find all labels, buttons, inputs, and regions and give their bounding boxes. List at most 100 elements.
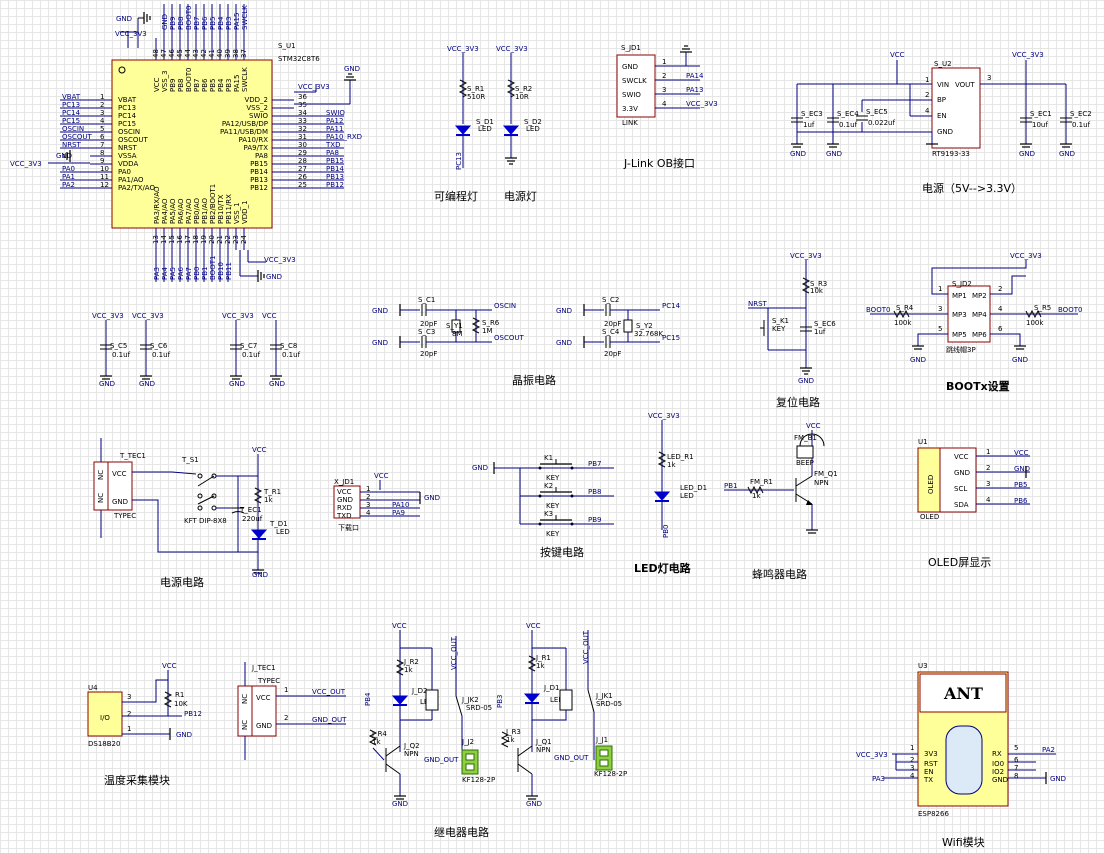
jlink-pin-num: 2 xyxy=(662,72,666,80)
svg-text:4: 4 xyxy=(910,772,915,780)
cap-ref: S_EC5 xyxy=(866,108,888,116)
svg-text:PB4: PB4 xyxy=(364,692,372,706)
mcu-pin-num: 41 xyxy=(208,49,216,58)
mcu-vdd2-net: VCC_3V3 xyxy=(298,83,330,91)
mcu-vdd1-net: VCC_3V3 xyxy=(264,256,296,264)
svg-text:J_Q1: J_Q1 xyxy=(535,738,552,746)
mcu-pin-num: 27 xyxy=(298,165,307,173)
d2-val: LED xyxy=(526,125,540,133)
mcu-pin-name: VDD_2 xyxy=(244,96,268,104)
svg-text:J_J2: J_J2 xyxy=(461,738,474,746)
mcu-pin-num: 46 xyxy=(168,49,176,58)
svg-text:1M: 1M xyxy=(482,327,493,335)
title-reset: 复位电路 xyxy=(776,395,820,409)
decap-ref: S_C5 xyxy=(110,342,127,350)
mcu-pin-name: PB5 xyxy=(209,79,217,92)
svg-text:J_R1: J_R1 xyxy=(535,654,551,662)
mcu-pin-name: PB0/AO xyxy=(193,197,201,224)
mcu-pin-num: 23 xyxy=(232,235,240,244)
typec2-block: J_TEC1 NC NC VCC GND TYPEC 1 2 VCC_OUT G… xyxy=(237,662,347,760)
decap-net: VCC xyxy=(262,312,277,320)
gnd-label: GND xyxy=(1019,150,1035,158)
power-circuit: T_TEC1 NC NC VCC GND TYPEC T_S1 KFT DIP-… xyxy=(93,438,290,589)
mcu-pin-num: 10 xyxy=(100,165,109,173)
mcu-ref: S_U1 xyxy=(278,42,296,50)
svg-text:PB0: PB0 xyxy=(662,525,670,538)
svg-text:T_S1: T_S1 xyxy=(181,456,199,464)
mcu-pin-num: 24 xyxy=(240,235,248,244)
svg-text:20pF: 20pF xyxy=(420,350,437,358)
mcu-pin-name: PA11/USB/DM xyxy=(220,128,268,136)
svg-text:KFT DIP-8X8: KFT DIP-8X8 xyxy=(184,517,227,525)
svg-text:1k: 1k xyxy=(506,736,515,744)
mcu-net-label: PB14 xyxy=(326,165,344,173)
r1-ref: S_R1 xyxy=(467,85,484,93)
mcu-pin-name: OSCOUT xyxy=(118,136,148,144)
svg-text:BEEP: BEEP xyxy=(796,459,814,467)
svg-text:S_JD2: S_JD2 xyxy=(952,280,972,288)
r2-val: 10R xyxy=(515,93,529,101)
mcu-pin-num: 20 xyxy=(208,235,216,244)
mcu-net-label: PB6 xyxy=(201,16,209,30)
decap-net: VCC_3V3 xyxy=(222,312,254,320)
mcu-pin-name: PB3 xyxy=(225,79,233,92)
mcu-net-label: PA10_RXD xyxy=(326,133,362,141)
mcu-pin-num: 25 xyxy=(298,181,307,189)
svg-text:2: 2 xyxy=(284,714,288,722)
svg-text:S_R5: S_R5 xyxy=(1034,304,1051,312)
svg-text:J_R3: J_R3 xyxy=(505,728,521,736)
ldo-part: RT9193-33 xyxy=(932,150,970,158)
title-relay: 继电器电路 xyxy=(434,826,489,839)
svg-text:GND: GND xyxy=(372,339,388,347)
mcu-net-label: PB8 xyxy=(177,17,185,30)
svg-text:GND: GND xyxy=(392,800,408,808)
svg-text:100k: 100k xyxy=(894,319,912,327)
svg-text:GND: GND xyxy=(372,307,388,315)
svg-text:S_R4: S_R4 xyxy=(896,304,914,312)
svg-text:1: 1 xyxy=(127,725,131,733)
prog-led-vcc: VCC_3V3 xyxy=(447,45,479,53)
esp-shield-icon xyxy=(945,725,983,795)
mcu-net-label: OSCOUT xyxy=(62,133,92,141)
svg-text:GND: GND xyxy=(556,307,572,315)
mcu-pin-name: VSS_1 xyxy=(233,202,241,224)
svg-text:10K: 10K xyxy=(174,700,188,708)
svg-text:1k: 1k xyxy=(372,738,381,746)
svg-text:3: 3 xyxy=(938,305,942,313)
title-crystal: 晶振电路 xyxy=(512,373,556,387)
svg-text:T_TEC1: T_TEC1 xyxy=(119,452,146,460)
svg-text:U3: U3 xyxy=(918,662,928,670)
mcu-pin-name: PB15 xyxy=(250,160,268,168)
mcu-net-label: SWCLK xyxy=(241,5,249,30)
oled-net: VCC xyxy=(1014,449,1029,457)
svg-text:S_C3: S_C3 xyxy=(418,328,435,336)
mcu-pin-num: 43 xyxy=(192,49,200,58)
svg-text:3: 3 xyxy=(127,693,131,701)
mcu-pin-name: VBAT xyxy=(118,96,137,104)
svg-text:NC: NC xyxy=(241,720,249,730)
svg-text:20pF: 20pF xyxy=(604,320,621,328)
mcu-pin-name: PC13 xyxy=(118,104,136,112)
svg-text:J_JK1: J_JK1 xyxy=(595,692,613,700)
mcu-net-label: OSCIN xyxy=(62,125,84,133)
svg-text:GND_OUT: GND_OUT xyxy=(424,756,459,764)
svg-text:10k: 10k xyxy=(810,287,824,295)
mcu-pin-num: 29 xyxy=(298,149,307,157)
title-power-led: 电源灯 xyxy=(504,189,537,203)
mcu-pin-num: 8 xyxy=(100,149,104,157)
ldo-vin-net: VCC xyxy=(890,51,905,59)
svg-text:BP: BP xyxy=(937,96,946,104)
svg-text:OSCIN: OSCIN xyxy=(494,302,516,310)
svg-text:J_JK2: J_JK2 xyxy=(461,696,479,704)
pin1-marker xyxy=(118,66,126,74)
title-oled: OLED屏显示 xyxy=(928,556,991,569)
title-led: LED灯电路 xyxy=(634,561,692,575)
svg-text:1: 1 xyxy=(925,76,929,84)
mcu-pin-num: 26 xyxy=(298,173,307,181)
mcu-net-label: GND xyxy=(161,14,169,30)
svg-text:LED_R1: LED_R1 xyxy=(667,453,694,461)
svg-text:220uf: 220uf xyxy=(242,515,263,523)
dl-pin-num: 2 xyxy=(366,493,370,501)
mcu-net-label: BOOT0 xyxy=(185,6,193,30)
mcu-pin-name: PB6 xyxy=(201,78,209,92)
